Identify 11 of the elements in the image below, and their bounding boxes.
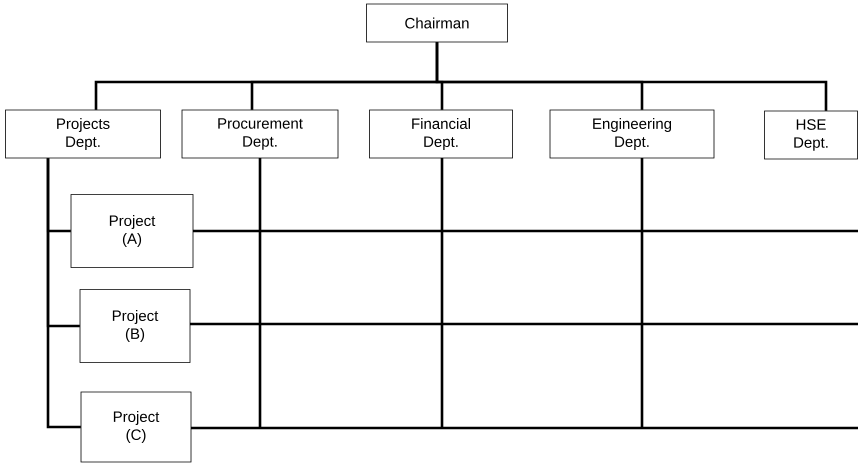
department-box: Engineering Dept. [550, 110, 714, 158]
project-box: Project (B) [80, 289, 190, 363]
connector-line [436, 42, 828, 111]
project-box: Project (A) [70, 194, 194, 268]
project-box: Project (C) [80, 392, 192, 462]
department-box: HSE Dept. [764, 110, 858, 160]
department-box: Financial Dept. [369, 110, 513, 158]
connector-line [46, 158, 81, 428]
department-box: Procurement Dept. [182, 110, 338, 158]
department-box: Projects Dept. [5, 110, 161, 158]
chairman-box: Chairman [366, 4, 508, 42]
